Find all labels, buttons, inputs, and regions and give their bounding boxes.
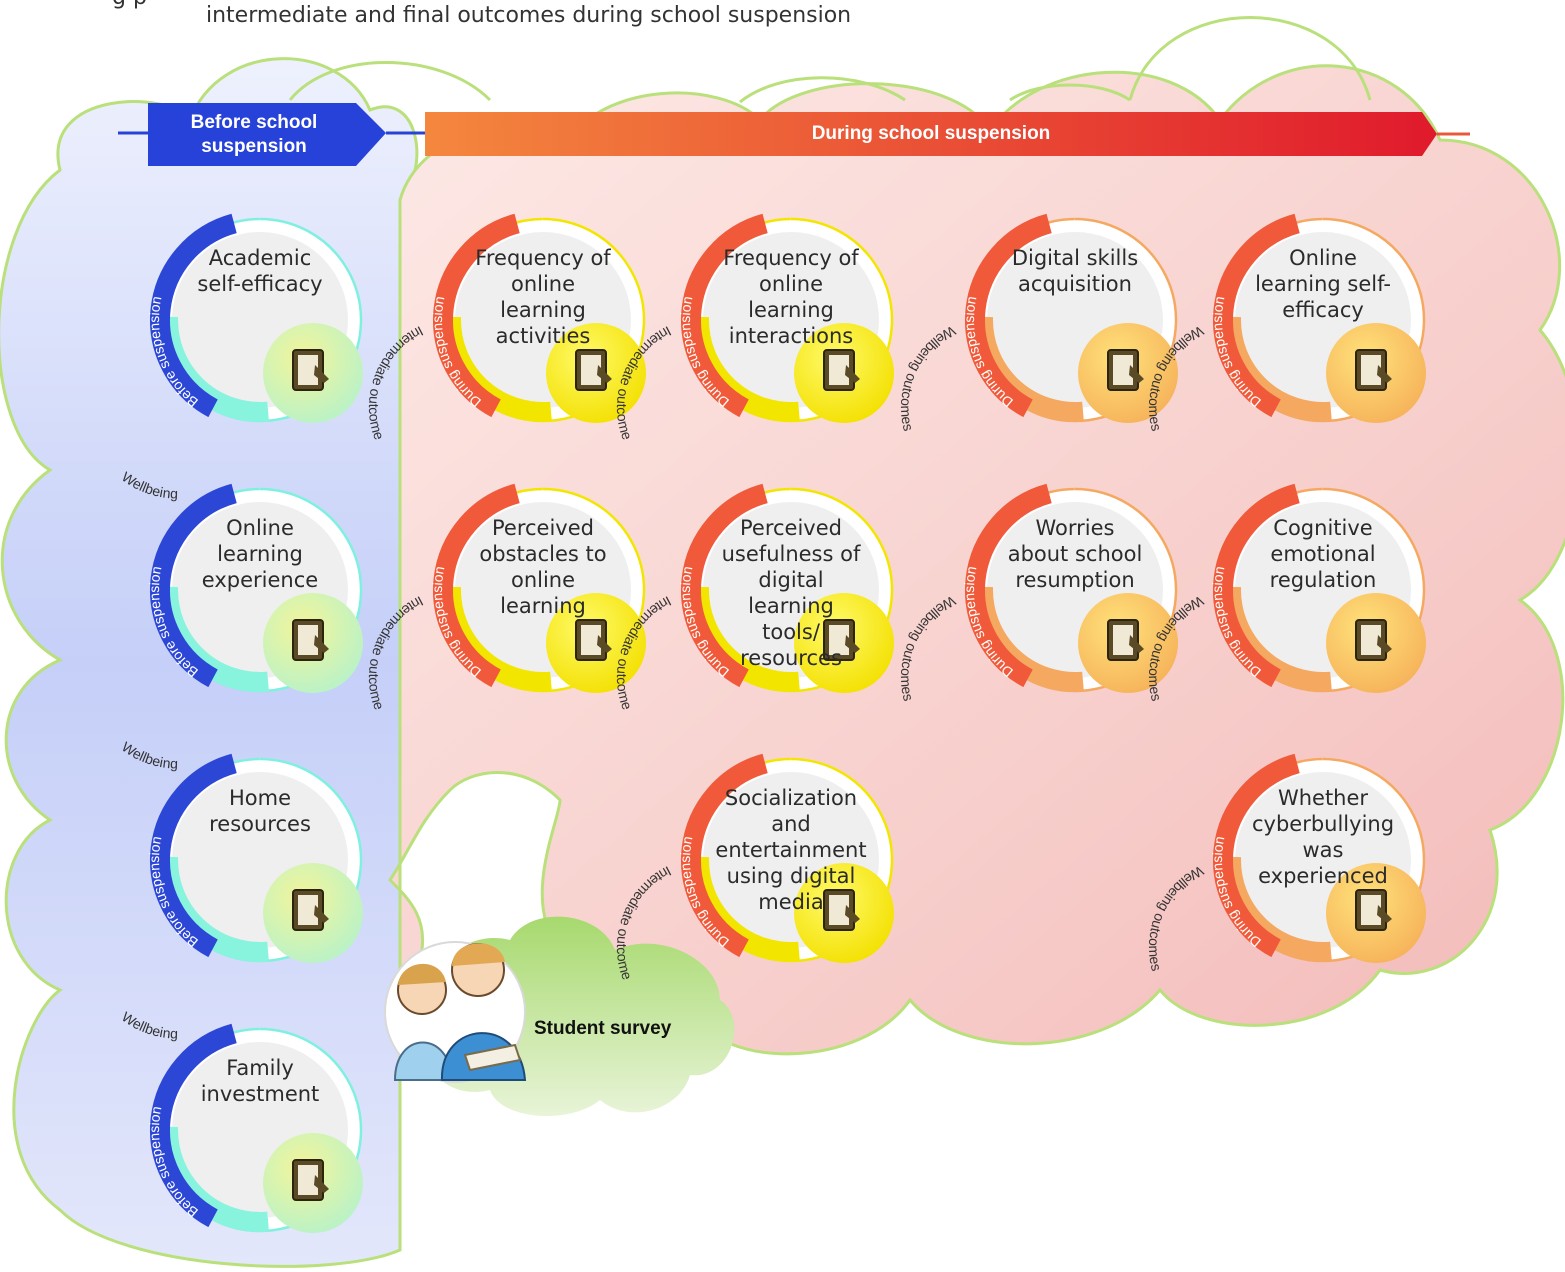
student-survey-label: Student survey xyxy=(534,1018,672,1039)
during-phase-band xyxy=(425,112,1470,156)
stopwatch-tablet-icon xyxy=(546,323,646,423)
worried-student-icon xyxy=(1078,593,1178,693)
figure-caption: g p intermediate and final outcomes duri… xyxy=(0,0,1565,40)
node-title: Frequency of online learning activities xyxy=(475,246,611,348)
node-title: Home resources xyxy=(209,786,311,836)
node-title: Socialization and entertainment using di… xyxy=(715,786,867,914)
video-call-icon xyxy=(794,323,894,423)
obstacle-tablet-icon xyxy=(546,593,646,693)
node-title: Online learning experience xyxy=(201,516,319,592)
mood-scale-icon xyxy=(1326,593,1426,693)
star-rating-icon xyxy=(794,593,894,693)
thumbs-up-icon xyxy=(263,323,363,423)
node-title: Family investment xyxy=(200,1056,320,1106)
caption-line-1: g p xyxy=(112,0,147,10)
before-phase-label: Before school suspension xyxy=(190,112,318,157)
node-title: Academic self-efficacy xyxy=(197,246,323,296)
during-phase-label: During school suspension xyxy=(811,123,1051,144)
caption-line-2: intermediate and final outcomes during s… xyxy=(206,3,852,28)
node-title: Online learning self-efficacy xyxy=(1255,246,1391,322)
node-title: Whether cyberbullying was experienced xyxy=(1251,786,1395,888)
hand-circuit-icon xyxy=(1078,323,1178,423)
node-title: Perceived usefulness of digital learning… xyxy=(721,516,861,670)
social-media-tablet-icon xyxy=(794,863,894,963)
before-phase-band xyxy=(118,103,425,166)
node-title: Perceived obstacles to online learning xyxy=(479,516,607,618)
node-title: Cognitive emotional regulation xyxy=(1269,516,1377,592)
family-home-icon xyxy=(263,863,363,963)
cyberbullying-icon xyxy=(1326,863,1426,963)
family-devices-icon xyxy=(263,1133,363,1233)
node-title: Worries about school resumption xyxy=(1007,516,1143,592)
tablet-thumbs-up-icon xyxy=(1326,323,1426,423)
node-family-investment: Before suspensionWellbeingFamily investm… xyxy=(145,1015,375,1245)
students-reading-icon xyxy=(384,941,527,1083)
tablet-touch-icon xyxy=(263,593,363,693)
node-title: Digital skills acquisition xyxy=(1011,246,1139,296)
node-title: Frequency of online learning interaction… xyxy=(723,246,859,348)
